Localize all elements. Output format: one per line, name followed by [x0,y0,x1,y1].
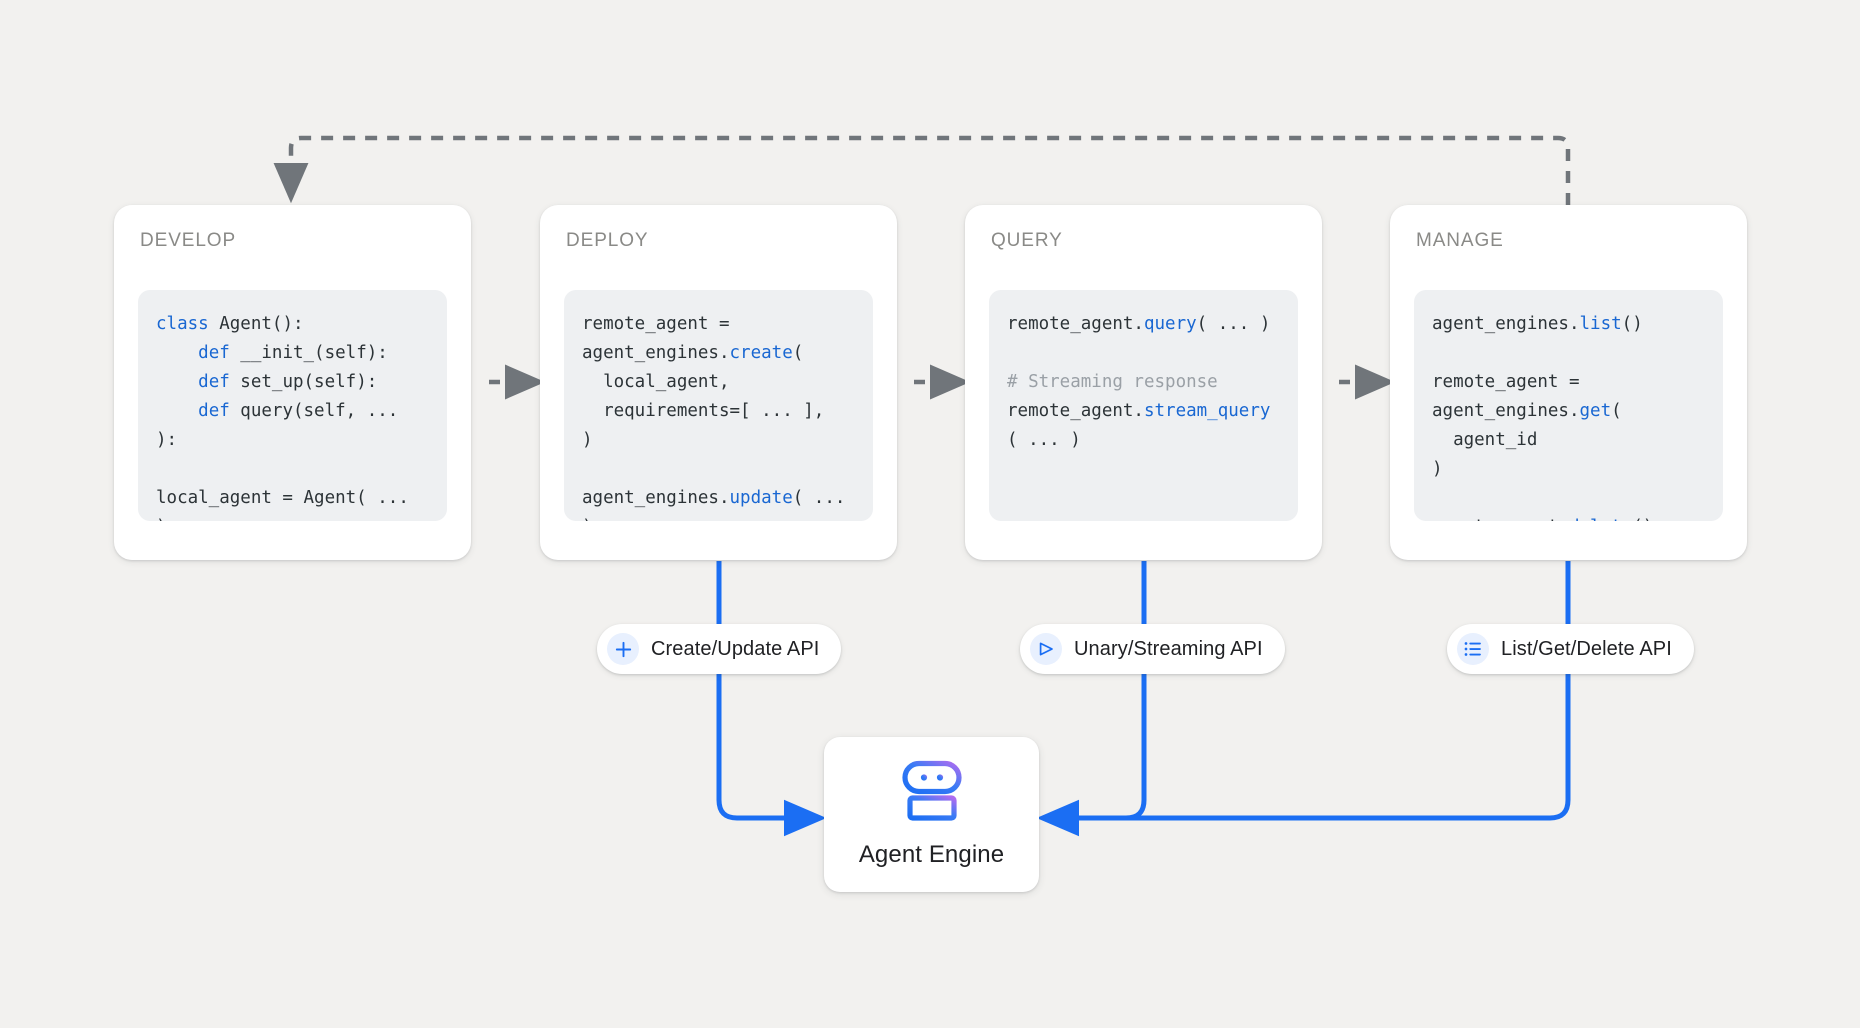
stage-title-manage: MANAGE [1416,230,1504,251]
stage-card-query[interactable]: QUERY remote_agent.query( ... ) # Stream… [965,205,1322,560]
send-icon [1030,633,1062,665]
stage-title-deploy: DEPLOY [566,230,649,251]
stage-card-develop[interactable]: DEVELOP class Agent(): def __init_(self)… [114,205,471,560]
code-block-query: remote_agent.query( ... ) # Streaming re… [989,289,1298,521]
agent-engine-node[interactable]: Agent Engine [824,737,1039,892]
api-pill-create-update[interactable]: Create/Update API [597,624,842,674]
api-pill-label: Create/Update API [651,637,820,660]
wire-query-to-agent-engine [1036,561,1147,837]
api-pill-unary-streaming[interactable]: Unary/Streaming API [1020,624,1285,674]
wire-deploy-to-agent-engine [716,561,827,837]
feedback-arrow-manage-to-develop [273,135,1571,205]
code-block-develop: class Agent(): def __init_(self): def se… [138,289,447,521]
api-pill-list-get-delete[interactable]: List/Get/Delete API [1447,624,1694,674]
agent-engine-label: Agent Engine [858,841,1005,868]
list-icon [1457,633,1489,665]
stage-card-deploy[interactable]: DEPLOY remote_agent = agent_engines.crea… [540,205,897,560]
robot-icon [899,760,965,827]
code-block-deploy: remote_agent = agent_engines.create( loc… [564,289,873,521]
api-pill-label: List/Get/Delete API [1501,637,1672,660]
stage-title-query: QUERY [991,230,1063,251]
wire-manage-to-agent-engine [1058,561,1571,821]
stage-title-develop: DEVELOP [140,230,237,251]
code-block-manage: agent_engines.list() remote_agent = agen… [1414,289,1723,521]
plus-icon [607,633,639,665]
stage-card-manage[interactable]: MANAGE agent_engines.list() remote_agent… [1390,205,1747,560]
api-pill-label: Unary/Streaming API [1074,637,1263,660]
